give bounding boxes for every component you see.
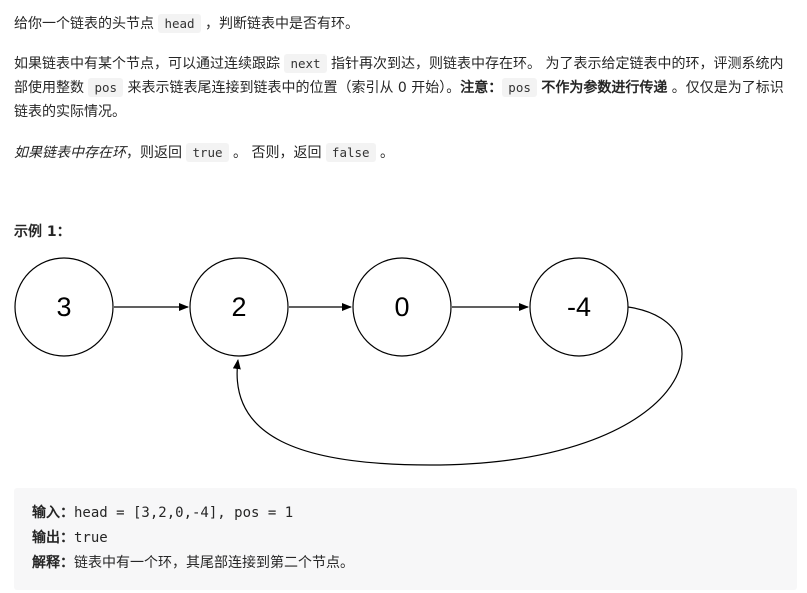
- description-italic: 如果链表中存在环: [14, 145, 126, 161]
- node-circle: [352, 257, 452, 357]
- description-text: ，判断链表中是否有环。: [205, 16, 360, 32]
- note-label: 注意：: [460, 80, 503, 96]
- example-box: 输入：head = [3,2,0,-4], pos = 1 输出：true 解释…: [14, 488, 797, 590]
- description-text: ，则返回: [126, 145, 182, 161]
- node-value: 0: [394, 292, 409, 322]
- inline-code-false: false: [325, 143, 376, 162]
- inline-code-true: true: [186, 143, 229, 162]
- description-text: 给你一个链表的头节点: [14, 16, 154, 32]
- output-label: 输出：: [32, 530, 74, 546]
- example-output-line: 输出：true: [32, 526, 779, 551]
- note-text: 不作为参数进行传递: [541, 80, 668, 96]
- linked-list-diagram: 3 2 0 -4: [14, 257, 683, 466]
- cycle-arrow: [232, 306, 683, 466]
- description-text: 。: [380, 145, 395, 161]
- node-circle: [189, 257, 289, 357]
- node-value: -4: [567, 292, 591, 322]
- example-input-line: 输入：head = [3,2,0,-4], pos = 1: [32, 501, 779, 526]
- explain-label: 解释：: [32, 555, 74, 571]
- input-label: 输入：: [32, 505, 74, 521]
- list-node: 2: [189, 257, 289, 357]
- inline-code-pos: pos: [502, 78, 537, 97]
- description-paragraph-1: 给你一个链表的头节点 head ，判断链表中是否有环。: [14, 12, 793, 36]
- node-value: 3: [56, 292, 71, 322]
- description-paragraph-2: 如果链表中有某个节点，可以通过连续跟踪 next 指针再次到达，则链表中存在环。…: [14, 52, 793, 124]
- description-text: 来表示链表尾连接到链表中的位置（索引从 0 开始）。: [127, 80, 461, 96]
- description-text: 。 否则，返回: [233, 145, 322, 161]
- inline-code-pos: pos: [88, 78, 124, 97]
- node-circle: [14, 257, 114, 357]
- description-paragraph-3: 如果链表中存在环，则返回 true 。 否则，返回 false 。: [14, 141, 793, 165]
- explain-value: 链表中有一个环，其尾部连接到第二个节点。: [74, 555, 354, 571]
- inline-code-head: head: [158, 14, 201, 33]
- node-value: 2: [231, 292, 246, 322]
- description-text: 指针再次到达，则链表中存在环。 为了表示给定链表中的环，评测系统内部使用整数: [14, 56, 784, 96]
- list-node: 0: [352, 257, 452, 357]
- description-text: 如果链表中有某个节点，可以通过连续跟踪: [14, 56, 280, 72]
- inline-code-next: next: [284, 54, 327, 73]
- input-value: head = [3,2,0,-4], pos = 1: [74, 505, 294, 521]
- list-node: 3: [14, 257, 114, 357]
- list-node: -4: [529, 257, 629, 357]
- example-title: 示例 1：: [14, 224, 71, 240]
- output-value: true: [74, 530, 108, 546]
- description-text: 。仅仅是为了标识链表的实际情况。: [14, 80, 784, 120]
- example-explain-line: 解释：链表中有一个环，其尾部连接到第二个节点。: [32, 551, 779, 576]
